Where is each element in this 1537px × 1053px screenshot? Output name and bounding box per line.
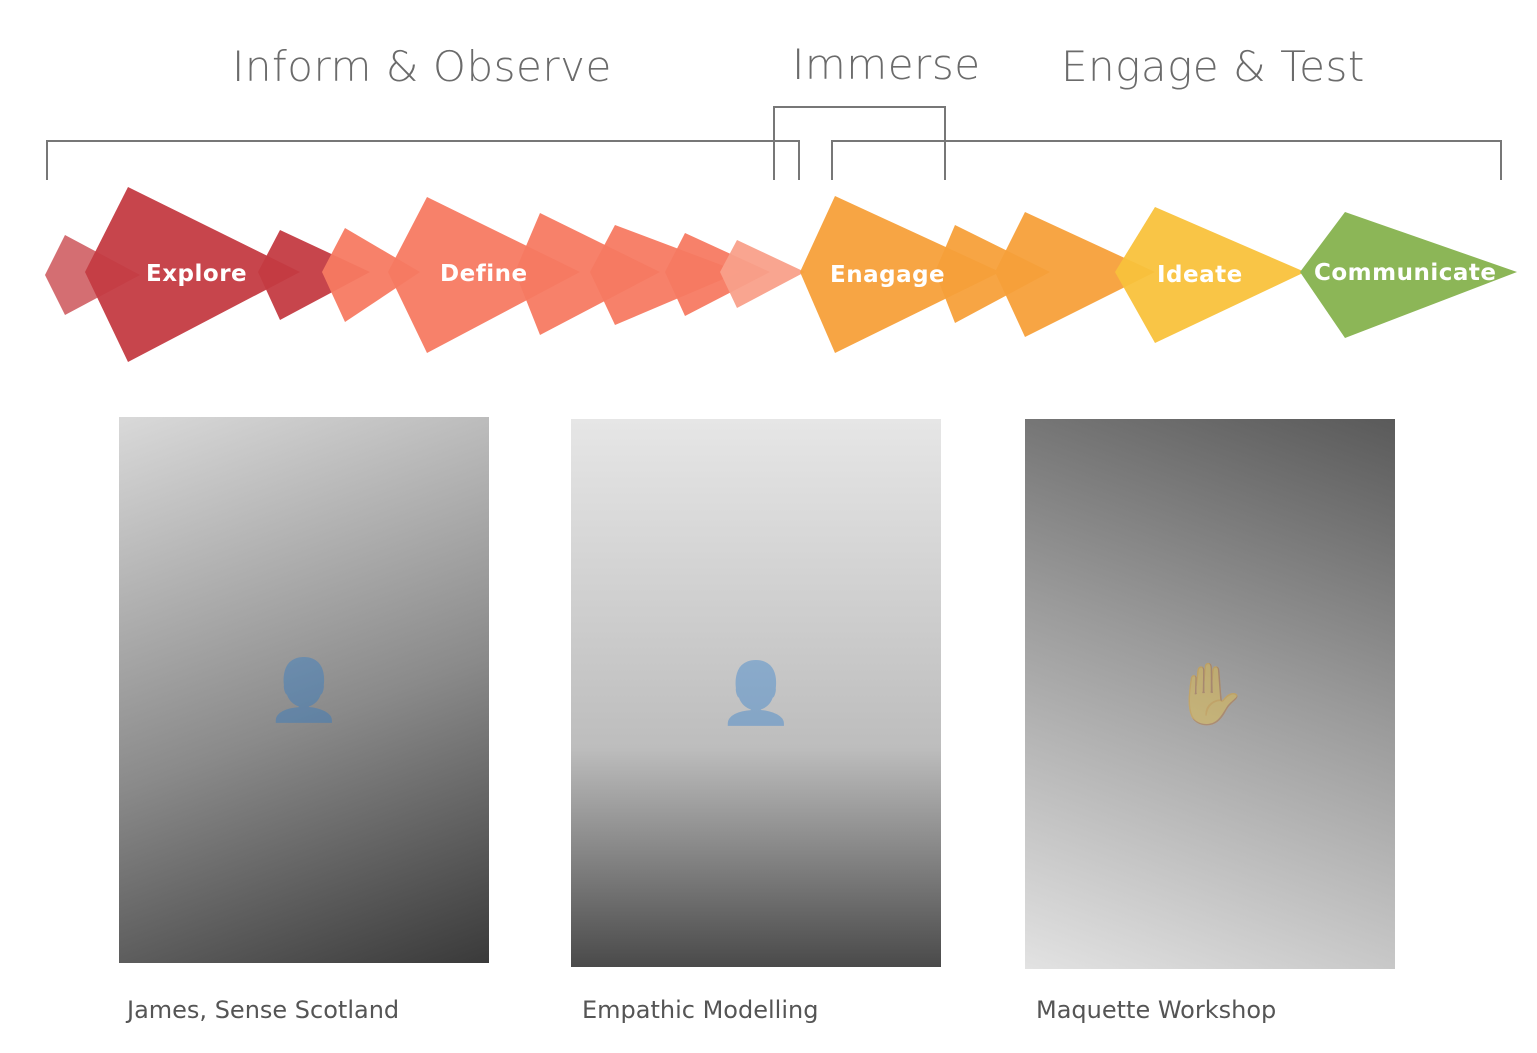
arrow-shape: [590, 225, 740, 325]
label-engage: Enagage: [830, 262, 945, 288]
caption-empathic-modelling: Empathic Modelling: [582, 996, 819, 1024]
bracket-engage: [831, 140, 1502, 180]
arrow-shape: [322, 228, 420, 322]
arrow-ideate: [1115, 207, 1305, 343]
arrow-engage: [800, 196, 1000, 353]
photo-empathic-modelling: 👤: [571, 419, 941, 967]
arrow-define: [388, 197, 580, 353]
arrow-shape: [258, 230, 370, 320]
phase-brackets: [46, 106, 1502, 180]
person-photo-icon: 👤: [266, 655, 342, 726]
process-diagram: Explore Define Enagage Ideate Communicat…: [45, 106, 1517, 362]
photo-maquette-workshop: ✋: [1025, 419, 1395, 969]
label-define: Define: [440, 261, 528, 287]
arrow-shape: [995, 212, 1155, 337]
bracket-inform: [46, 140, 800, 180]
caption-maquette-workshop: Maquette Workshop: [1036, 996, 1277, 1024]
bracket-immerse: [773, 106, 946, 180]
arrow-explore: [85, 187, 300, 362]
hands-photo-icon: ✋: [1172, 659, 1248, 730]
arrow-communicate: [1300, 212, 1517, 338]
phase-engage-test: Engage & Test: [1061, 42, 1365, 91]
caption-james: James, Sense Scotland: [127, 996, 400, 1024]
label-communicate: Communicate: [1314, 260, 1497, 286]
arrow-shape: [665, 233, 770, 316]
arrow-shape: [935, 225, 1050, 323]
label-explore: Explore: [146, 261, 247, 287]
phase-immerse: Immerse: [792, 40, 981, 89]
label-ideate: Ideate: [1157, 262, 1243, 288]
photo-james: 👤: [119, 417, 489, 963]
phase-inform-observe: Inform & Observe: [232, 42, 612, 91]
arrow-shape: [720, 240, 805, 308]
person-photo-icon: 👤: [718, 658, 794, 729]
arrow-shape: [515, 213, 660, 335]
